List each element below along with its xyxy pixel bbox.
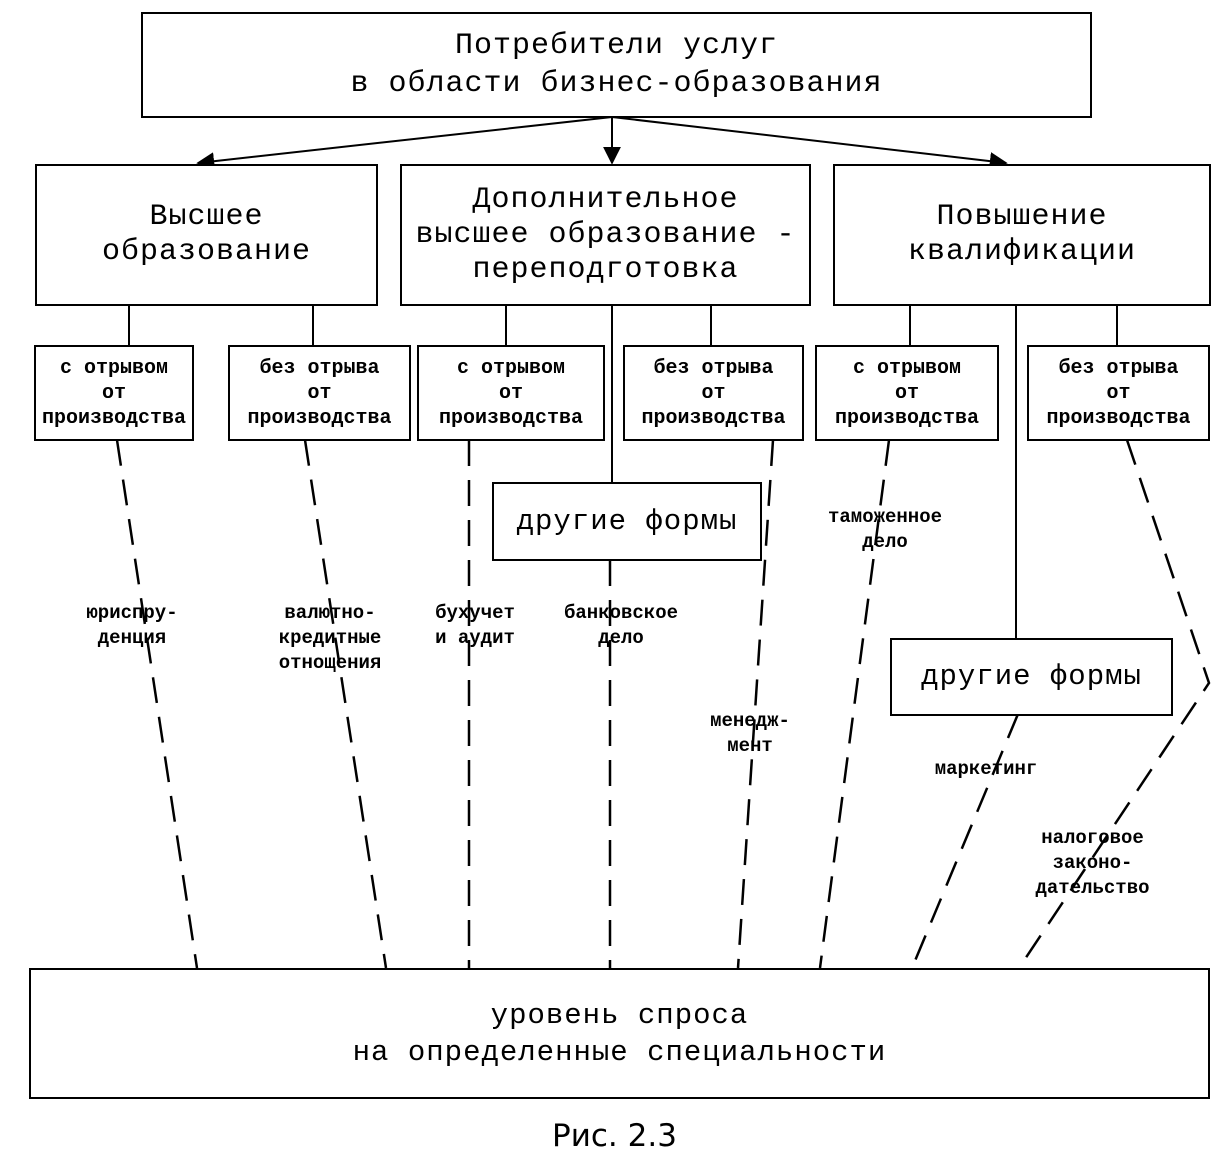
- label-line: денция: [97, 627, 167, 649]
- mode-box-with-break: с отрывом от производства: [34, 345, 194, 441]
- label-line: таможенное: [827, 506, 943, 528]
- mode-line: с отрывом: [852, 356, 962, 380]
- mode-line: от: [701, 381, 726, 405]
- figure-caption: Рис. 2.3: [552, 1118, 677, 1154]
- label-line: банковское: [563, 602, 679, 624]
- retraining-line3: переподготовка: [472, 252, 739, 287]
- retraining-line2: высшее образование -: [415, 217, 796, 252]
- retraining-line1: Дополнительное: [472, 182, 739, 217]
- other-forms-box: другие формы: [890, 638, 1173, 716]
- mode-line: от: [1106, 381, 1131, 405]
- mode-line: без отрыва: [653, 356, 774, 380]
- higher-education-line1: Высшее: [149, 200, 264, 234]
- mode-line: от: [101, 381, 126, 405]
- retraining-box: Дополнительное высшее образование - пере…: [400, 164, 811, 306]
- other-forms-box: другие формы: [492, 482, 762, 561]
- mode-line: без отрыва: [259, 356, 380, 380]
- label-marketing: маркетинг: [906, 757, 1066, 782]
- mode-line: производства: [834, 406, 980, 430]
- consumers-box: Потребители услуг в области бизнес-образ…: [141, 12, 1092, 118]
- dashed-link-customs: [818, 439, 891, 969]
- label-line: законо-: [1052, 852, 1133, 874]
- dashed-link-management: [736, 439, 775, 969]
- qualification-line2: квалификации: [907, 235, 1137, 269]
- label-line: валютно-: [284, 602, 376, 624]
- mode-line: производства: [247, 406, 392, 430]
- mode-box-without-break: без отрыва от производства: [1027, 345, 1210, 441]
- label-line: кредитные: [278, 627, 382, 649]
- label-jurisprudence: юриспру- денция: [62, 601, 202, 651]
- label-line: маркетинг: [934, 758, 1038, 780]
- dashed-link-marketing: [910, 713, 1020, 969]
- mode-box-with-break: с отрывом от производства: [815, 345, 999, 441]
- mode-line: производства: [41, 406, 187, 430]
- mode-box-without-break: без отрыва от производства: [623, 345, 804, 441]
- label-line: менедж-: [710, 710, 790, 732]
- demand-line1: уровень спроса: [490, 998, 749, 1032]
- other-forms-label: другие формы: [921, 660, 1142, 693]
- label-line: и аудит: [435, 627, 515, 649]
- dashed-link-currency: [303, 439, 388, 969]
- mode-line: производства: [1046, 406, 1191, 430]
- mode-box-without-break: без отрыва от производства: [228, 345, 411, 441]
- label-line: отнощения: [278, 652, 382, 674]
- mode-line: от: [307, 381, 332, 405]
- qualification-box: Повышение квалификации: [833, 164, 1211, 306]
- other-forms-label: другие формы: [516, 504, 738, 538]
- label-line: дело: [862, 531, 908, 553]
- label-line: налоговое: [1041, 827, 1144, 849]
- mode-line: без отрыва: [1058, 356, 1179, 380]
- mode-line: с отрывом: [456, 356, 566, 380]
- label-tax-law: налоговое законо- дательство: [1010, 826, 1175, 901]
- label-line: бухучет: [435, 602, 515, 624]
- mode-line: производства: [641, 406, 786, 430]
- demand-level-box: уровень спроса на определенные специальн…: [29, 968, 1210, 1099]
- dashed-link-jurisprudence: [115, 439, 199, 969]
- qualification-line1: Повышение: [936, 200, 1108, 234]
- label-line: дательство: [1035, 877, 1150, 899]
- label-management: менедж- мент: [680, 709, 820, 759]
- consumers-line2: в области бизнес-образования: [350, 67, 883, 101]
- demand-line2: на определенные специальности: [352, 1035, 887, 1069]
- label-line: юриспру-: [86, 602, 178, 624]
- mode-line: от: [498, 381, 523, 405]
- higher-education-line2: образование: [101, 235, 312, 269]
- arrow-to-higher-education: [196, 116, 613, 171]
- mode-line: производства: [438, 406, 584, 430]
- label-customs: таможенное дело: [800, 505, 970, 555]
- arrow-to-qualification: [611, 116, 1008, 171]
- label-currency-credit: валютно- кредитные отнощения: [250, 601, 410, 676]
- mode-box-with-break: с отрывом от производства: [417, 345, 605, 441]
- higher-education-box: Высшее образование: [35, 164, 378, 306]
- dashed-link-tax-law: [1017, 439, 1211, 969]
- mode-line: с отрывом: [59, 356, 169, 380]
- mode-line: от: [894, 381, 919, 405]
- consumers-line1: Потребители услуг: [454, 29, 779, 63]
- label-line: мент: [727, 735, 773, 757]
- label-line: дело: [598, 627, 644, 649]
- label-accounting: бухучет и аудит: [415, 601, 535, 651]
- label-banking: банковское дело: [541, 601, 701, 651]
